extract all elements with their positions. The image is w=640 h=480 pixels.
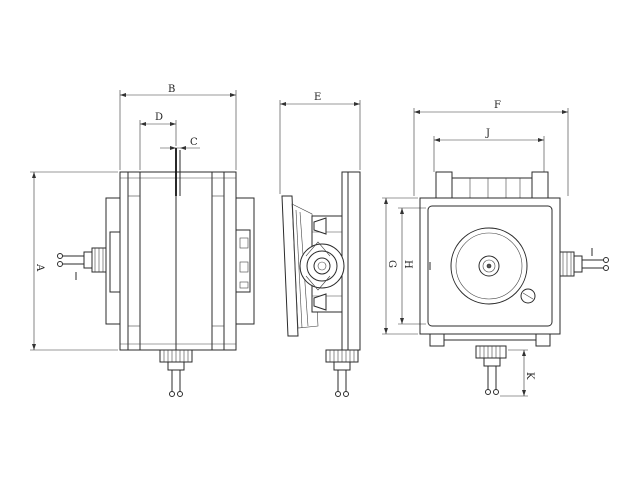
dimension-F: F <box>413 100 569 196</box>
label-F: F <box>494 100 501 111</box>
side-view: E <box>279 92 361 397</box>
rear-bottom-handle <box>475 345 507 395</box>
side-bottom-handle <box>325 349 359 397</box>
dimension-A: A <box>30 171 118 351</box>
label-J: J <box>485 128 490 139</box>
side-back-plate <box>281 195 299 337</box>
label-H: H <box>402 260 413 269</box>
label-A: A <box>34 263 45 272</box>
side-front-plate <box>341 171 361 351</box>
dimension-J: J <box>433 128 545 172</box>
front-main-body <box>119 171 237 351</box>
front-view: A B D C <box>30 84 255 397</box>
rear-top-box <box>435 171 549 199</box>
side-knob <box>299 241 345 291</box>
dimension-D: D <box>139 112 177 170</box>
dimension-K: K <box>500 349 535 397</box>
dimension-E: E <box>279 92 361 194</box>
label-D: D <box>155 112 163 123</box>
front-bottom-handle <box>159 349 193 397</box>
label-C: C <box>190 137 198 148</box>
dimension-C: C <box>160 137 200 150</box>
label-G: G <box>386 260 397 268</box>
rear-view: F J G H <box>382 100 609 397</box>
label-E: E <box>314 92 321 103</box>
rear-right-handle <box>559 248 609 277</box>
dimension-H: H <box>398 207 426 325</box>
front-left-handle <box>57 247 107 280</box>
dimension-G: G <box>382 197 418 335</box>
rear-rotor <box>450 227 528 305</box>
dimension-B: B <box>119 84 237 170</box>
label-B: B <box>168 84 175 95</box>
label-K: K <box>524 372 535 380</box>
